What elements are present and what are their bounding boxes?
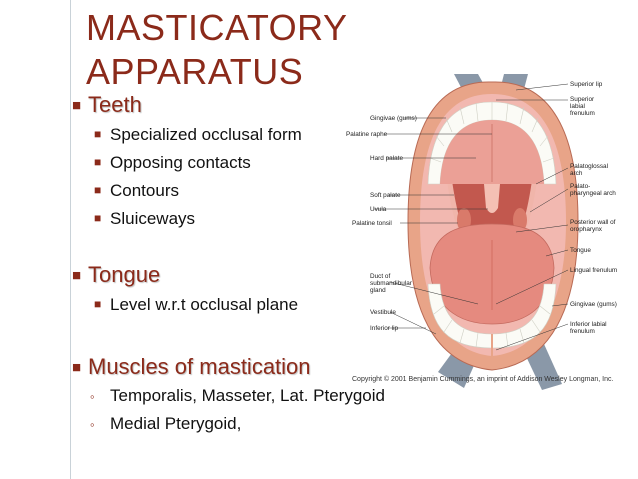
- sub-bullet-label: Medial Pterygoid,: [110, 414, 242, 433]
- label-posterior-wall-2: oropharynx: [570, 226, 603, 233]
- label-palatoglossal-1: Palatoglossal: [570, 163, 608, 170]
- label-palatine-tonsil: Palatine tonsil: [352, 220, 392, 227]
- slide-left-rule: [70, 0, 71, 479]
- label-tongue: Tongue: [570, 247, 591, 254]
- sub-bullet-label: Opposing contacts: [110, 153, 251, 172]
- label-inferior-labial-1: Inferior labial: [570, 321, 607, 328]
- label-soft-palate: Soft palate: [370, 192, 401, 199]
- bullet-tongue: ■ Tongue: [72, 262, 160, 288]
- label-palatine-raphe: Palatine raphe: [346, 131, 388, 138]
- sub-bullet-muscles-2: ◦ Medial Pterygoid,: [90, 414, 241, 434]
- label-palatopharyngeal-1: Palato-: [570, 183, 590, 190]
- sub-bullet-label: Sluiceways: [110, 209, 196, 228]
- leader-lines: [374, 83, 569, 351]
- label-lingual-frenulum: Lingual frenulum: [570, 267, 617, 274]
- sub-bullet-label: Specialized occlusal form: [110, 125, 302, 144]
- label-superior-labial-1: Superior: [570, 96, 595, 103]
- bullet-muscles: ■ Muscles of mastication: [72, 354, 311, 380]
- uvula: [484, 184, 500, 213]
- label-gingivae: Gingivae (gums): [370, 115, 417, 122]
- sub-bullet-contours: ■ Contours: [94, 181, 179, 201]
- label-gingivae-lower: Gingivae (gums): [570, 301, 617, 308]
- label-superior-labial-3: frenulum: [570, 110, 595, 117]
- label-superior-labial-2: labial: [570, 103, 585, 110]
- label-palatopharyngeal-2: pharyngeal arch: [570, 190, 616, 197]
- label-superior-lip: Superior lip: [570, 81, 603, 88]
- sub-bullet-muscles-1: ◦ Temporalis, Masseter, Lat. Pterygoid: [90, 386, 385, 406]
- lower-lip-retractor-right: [524, 344, 562, 390]
- sub-bullet-label: Level w.r.t occlusal plane: [110, 295, 299, 314]
- label-vestibule: Vestibule: [370, 309, 396, 316]
- label-duct-line3: gland: [370, 287, 386, 294]
- ring-bullet-icon: ◦: [90, 389, 95, 404]
- diagram-copyright: Copyright © 2001 Benjamin Cummings, an i…: [352, 376, 614, 383]
- square-bullet-icon: ■: [72, 359, 82, 376]
- square-bullet-icon: ■: [94, 127, 102, 141]
- bullet-muscles-label: Muscles of mastication: [88, 354, 311, 379]
- bullet-tongue-label: Tongue: [88, 262, 161, 287]
- square-bullet-icon: ■: [94, 183, 102, 197]
- sub-bullet-opposing-contacts: ■ Opposing contacts: [94, 153, 251, 173]
- square-bullet-icon: ■: [94, 297, 102, 311]
- upper-teeth-separators: [429, 102, 555, 163]
- label-posterior-wall-1: Posterior wall of: [570, 219, 616, 226]
- mouth-anatomy-diagram: Gingivae (gums) Palatine raphe Hard pala…: [346, 74, 617, 390]
- square-bullet-icon: ■: [94, 155, 102, 169]
- square-bullet-icon: ■: [72, 267, 82, 284]
- ring-bullet-icon: ◦: [90, 417, 95, 432]
- square-bullet-icon: ■: [94, 211, 102, 225]
- label-duct-line1: Duct of: [370, 273, 390, 280]
- sub-bullet-label: Contours: [110, 181, 179, 200]
- label-uvula: Uvula: [370, 206, 387, 213]
- bullet-teeth: ■ Teeth: [72, 92, 142, 118]
- label-inferior-labial-2: frenulum: [570, 328, 595, 335]
- sub-bullet-label: Temporalis, Masseter, Lat. Pterygoid: [110, 386, 385, 405]
- label-inferior-lip: Inferior lip: [370, 325, 399, 332]
- title-line-1: MASTICATORY: [86, 7, 348, 48]
- sub-bullet-sluiceways: ■ Sluiceways: [94, 209, 195, 229]
- square-bullet-icon: ■: [72, 97, 82, 114]
- lower-teeth: [427, 283, 557, 349]
- label-palatoglossal-2: arch: [570, 170, 583, 177]
- sub-bullet-occlusal-form: ■ Specialized occlusal form: [94, 125, 302, 145]
- bullet-teeth-label: Teeth: [88, 92, 142, 117]
- title-line-2: APPARATUS: [86, 51, 304, 92]
- sub-bullet-tongue-level: ■ Level w.r.t occlusal plane: [94, 295, 298, 315]
- label-hard-palate: Hard palate: [370, 155, 403, 162]
- label-duct-line2: submandibular: [370, 280, 413, 287]
